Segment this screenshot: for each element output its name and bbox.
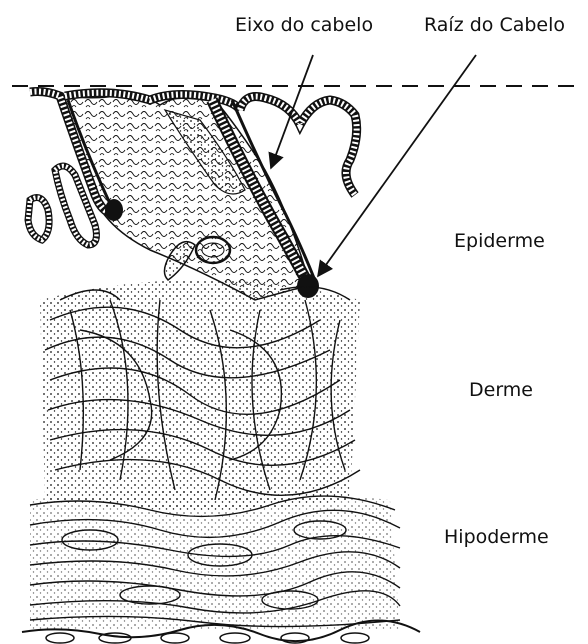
- hypodermis-layer: [30, 490, 400, 630]
- label-hair-root: Raíz do Cabelo: [424, 16, 565, 35]
- hair-root-arrow: [318, 55, 476, 276]
- label-hypodermis: Hipoderme: [444, 528, 549, 547]
- epidermis-layer: [28, 92, 357, 301]
- label-epidermis: Epiderme: [454, 232, 545, 251]
- label-hair-shaft: Eixo do cabelo: [235, 16, 373, 35]
- dermis-layer: [40, 280, 360, 510]
- label-dermis: Derme: [469, 381, 533, 400]
